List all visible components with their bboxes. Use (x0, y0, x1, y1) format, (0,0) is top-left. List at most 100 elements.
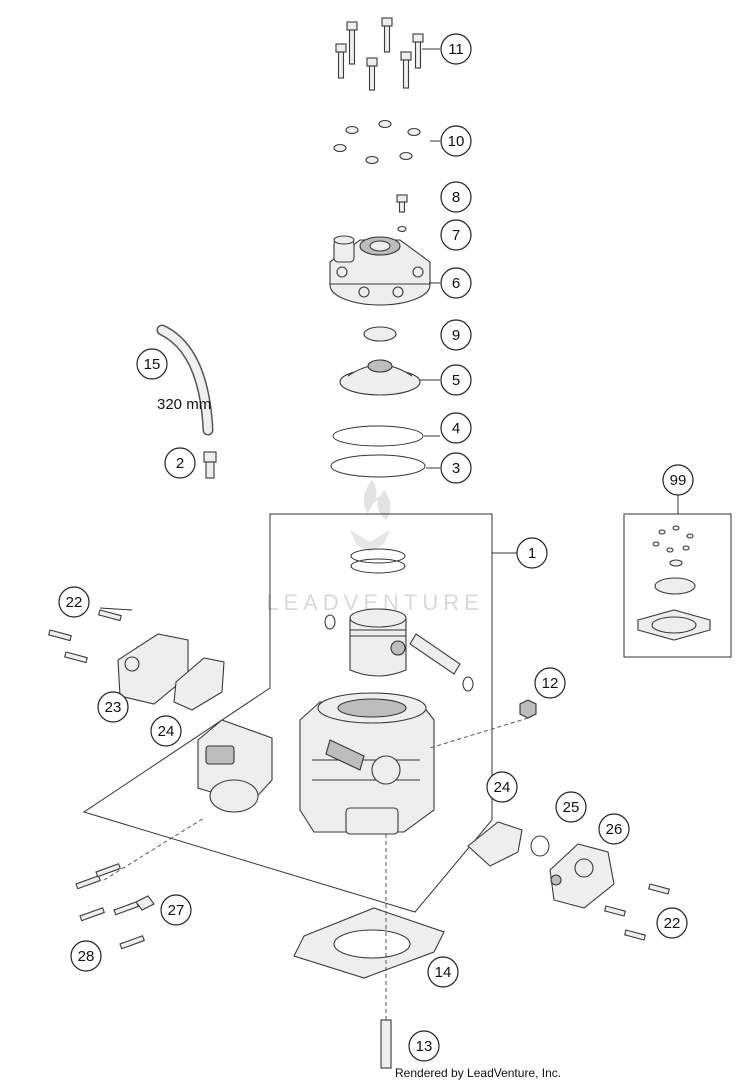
callout-circle (598, 813, 630, 845)
callout-24a: 24 (150, 715, 182, 747)
nozzle (203, 451, 217, 479)
callout-number: 25 (563, 799, 580, 816)
callout-number: 7 (452, 227, 460, 244)
right-exhaust-cover (549, 843, 615, 909)
callout-number: 24 (158, 723, 175, 740)
piston-pin (409, 633, 474, 692)
callout-number: 8 (452, 189, 460, 206)
callout-number: 15 (144, 356, 161, 373)
right-o-ring (530, 835, 550, 857)
callout-9: 9 (440, 319, 472, 351)
callout-circle (440, 181, 472, 213)
callout-number: 23 (105, 699, 122, 716)
o-ring-large (332, 425, 424, 447)
callout-circle (150, 715, 182, 747)
callout-number: 99 (670, 472, 687, 489)
intake-bolts (75, 817, 205, 950)
callout-14: 14 (427, 956, 459, 988)
callout-13: 13 (408, 1030, 440, 1062)
callout-circle (440, 267, 472, 299)
callout-4: 4 (440, 412, 472, 444)
callout-number: 24 (494, 779, 511, 796)
hose-length-label: 320 mm (157, 396, 211, 413)
left-cover-gasket (173, 657, 225, 711)
callout-circle (440, 364, 472, 396)
callout-number: 9 (452, 327, 460, 344)
callout-23: 23 (97, 691, 129, 723)
callout-circle (440, 412, 472, 444)
leader-lines (99, 48, 440, 611)
callout-28: 28 (70, 940, 102, 972)
combustion-insert (339, 359, 421, 396)
callout-number: 10 (448, 133, 465, 150)
callout-10: 10 (440, 125, 472, 157)
callout-number: 14 (435, 964, 452, 981)
left-cover-bolts (48, 609, 122, 664)
o-ring-xl (330, 454, 426, 478)
callout-2: 2 (164, 447, 196, 479)
callout-circle (408, 1030, 440, 1062)
footer-credit: Rendered by LeadVenture, Inc. (395, 1066, 562, 1080)
callout-number: 22 (664, 915, 681, 932)
cylinder (299, 692, 435, 835)
callout-8: 8 (440, 181, 472, 213)
o-ring (363, 326, 397, 342)
callouts: 1110876954315299122232412242526272822141… (58, 33, 694, 1062)
stud-bolt (380, 1019, 392, 1069)
callout-number: 27 (168, 902, 185, 919)
callout-22b: 22 (656, 907, 688, 939)
callout-number: 13 (416, 1038, 433, 1055)
callout-number: 6 (452, 275, 460, 292)
cylinder-assembly-frame (82, 513, 493, 913)
callout-circle (516, 537, 548, 569)
callout-circle (427, 956, 459, 988)
callout-circle (555, 791, 587, 823)
callout-circle (440, 125, 472, 157)
callout-24b: 24 (486, 771, 518, 803)
callout-number: 28 (78, 948, 95, 965)
callout-circle (486, 771, 518, 803)
callout-circle (440, 319, 472, 351)
right-cover-gasket (467, 821, 523, 867)
callout-number: 11 (448, 41, 464, 58)
callout-6: 6 (440, 267, 472, 299)
callout-12: 12 (534, 667, 566, 699)
callout-99: 99 (662, 464, 694, 496)
nut (429, 699, 537, 749)
callout-25: 25 (555, 791, 587, 823)
washers (333, 119, 421, 165)
callout-circle (440, 219, 472, 251)
callout-27: 27 (160, 894, 192, 926)
gasket-kit-contents (637, 525, 711, 641)
piston-rings (350, 548, 406, 574)
callout-circle (440, 452, 472, 484)
callout-11: 11 (440, 33, 472, 65)
watermark: LEADVENTURE (266, 480, 479, 615)
callout-circle (440, 33, 472, 65)
intake-flange (197, 719, 273, 813)
callout-number: 2 (176, 455, 184, 472)
cylinder-head-bolts (335, 17, 424, 91)
callout-number: 26 (606, 821, 623, 838)
callout-number: 3 (452, 460, 460, 477)
callout-7: 7 (440, 219, 472, 251)
callout-circle (136, 348, 168, 380)
callout-circle (656, 907, 688, 939)
cylinder-head (329, 235, 431, 306)
callout-number: 12 (542, 675, 559, 692)
callout-circle (160, 894, 192, 926)
callout-3: 3 (440, 452, 472, 484)
callout-circle (97, 691, 129, 723)
callout-1: 1 (516, 537, 548, 569)
base-gasket (293, 907, 445, 979)
callout-circle (164, 447, 196, 479)
callout-circle (58, 586, 90, 618)
callout-circle (534, 667, 566, 699)
right-cover-bolts (604, 883, 670, 941)
callout-5: 5 (440, 364, 472, 396)
callout-circle (70, 940, 102, 972)
sealing-ring (397, 225, 407, 233)
callout-number: 5 (452, 372, 460, 389)
callout-number: 1 (528, 545, 536, 562)
